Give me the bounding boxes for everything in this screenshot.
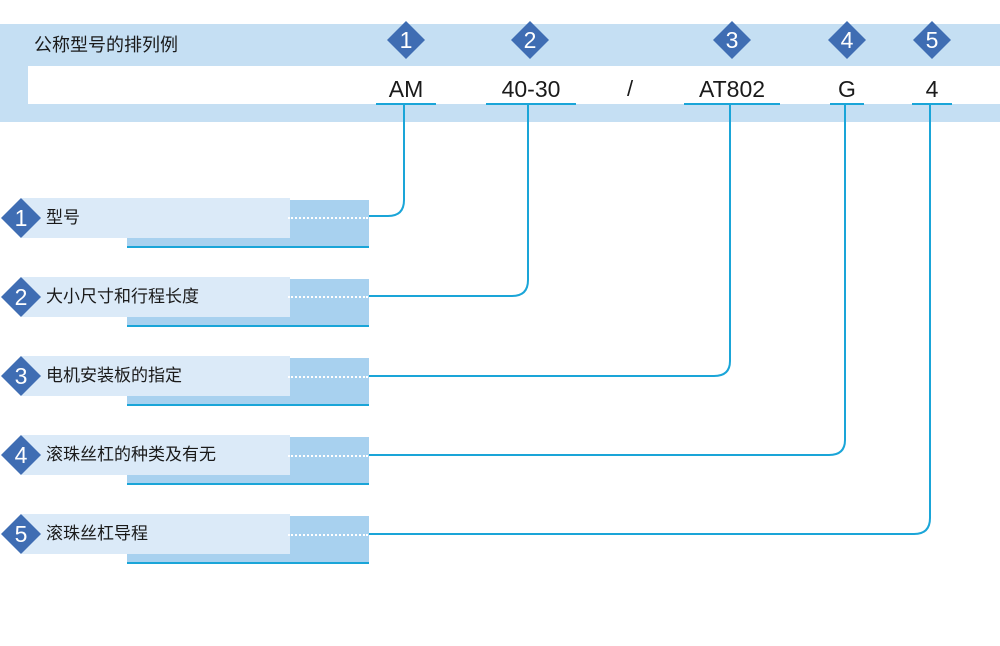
- code-badge-1: 1: [386, 20, 426, 60]
- legend-badge-3: 3: [0, 355, 42, 397]
- code-badge-4: 4: [827, 20, 867, 60]
- legend-badge-4: 4: [0, 434, 42, 476]
- legend-row-5-dots: [288, 534, 368, 536]
- legend-badge-1: 1: [0, 197, 42, 239]
- code-model: AM: [388, 76, 424, 102]
- connector-4: [369, 105, 846, 456]
- legend-row-4: [22, 435, 290, 475]
- connector-1: [369, 105, 405, 217]
- legend-label-5: 滚珠丝杠导程: [46, 524, 148, 544]
- legend-row-3: [22, 356, 290, 396]
- code-motor-plate: AT802: [698, 76, 766, 102]
- legend-row-5: [22, 514, 290, 554]
- legend-row-2-dots: [288, 296, 368, 298]
- code-badge-2: 2: [510, 20, 550, 60]
- legend-row-2: [22, 277, 290, 317]
- code-underline-4: [830, 103, 864, 105]
- code-badge-3: 3: [712, 20, 752, 60]
- legend-row-3-dots: [288, 376, 368, 378]
- connector-2: [369, 105, 529, 297]
- legend-label-4: 滚珠丝杠的种类及有无: [46, 445, 216, 465]
- legend-row-4-dots: [288, 455, 368, 457]
- legend-badge-5: 5: [0, 513, 42, 555]
- legend-label-3: 电机安装板的指定: [46, 366, 182, 386]
- code-ball-screw-lead: 4: [925, 76, 939, 102]
- code-badge-5: 5: [912, 20, 952, 60]
- legend-label-2: 大小尺寸和行程长度: [46, 287, 199, 307]
- code-separator: /: [626, 76, 634, 101]
- code-underline-2: [486, 103, 576, 105]
- code-strip: [28, 66, 1000, 104]
- connector-5: [369, 105, 931, 535]
- code-underline-5: [912, 103, 952, 105]
- code-size-stroke: 40-30: [501, 76, 561, 102]
- connector-3: [369, 105, 731, 377]
- page-title: 公称型号的排列例: [34, 35, 178, 56]
- code-underline-3: [684, 103, 780, 105]
- legend-badge-2: 2: [0, 276, 42, 318]
- legend-label-1: 型号: [46, 208, 80, 228]
- code-ball-screw-type: G: [838, 76, 856, 102]
- legend-row-1: [22, 198, 290, 238]
- code-underline-1: [376, 103, 436, 105]
- legend-row-1-dots: [288, 217, 368, 219]
